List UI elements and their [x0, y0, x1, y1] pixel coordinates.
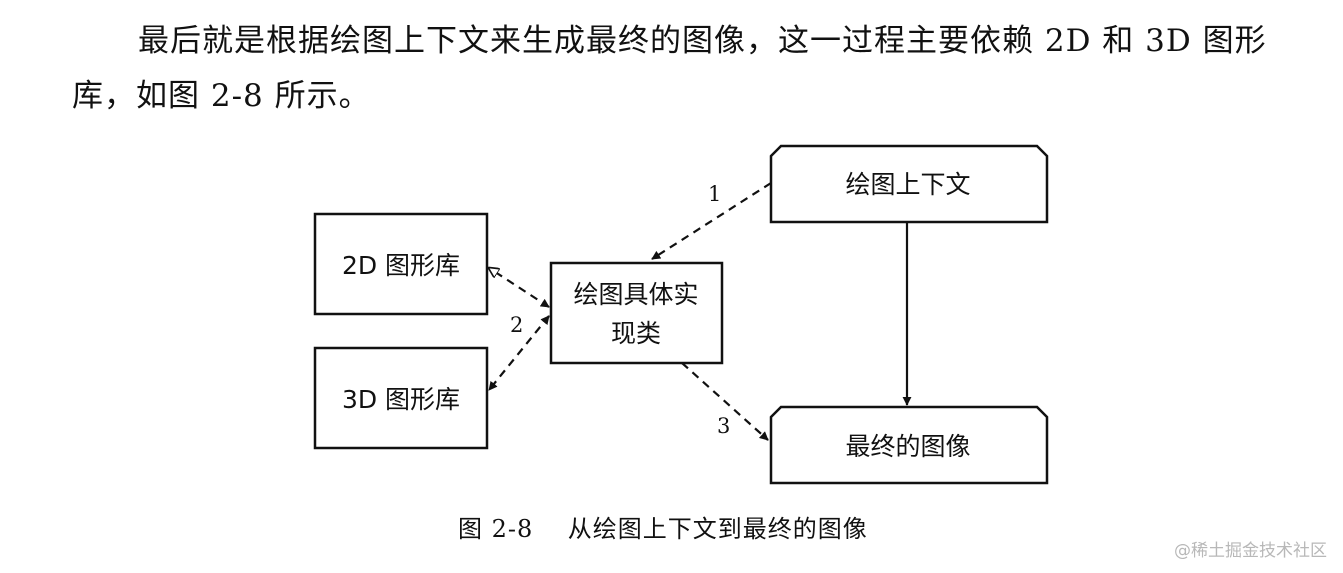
- edge-2-impl-to-2d: [489, 268, 549, 308]
- node-2d-library-label: 2D 图形库: [342, 251, 460, 280]
- node-implementation-class-label-line2: 现类: [611, 319, 661, 348]
- edge-3-label: 3: [717, 414, 730, 438]
- edge-2-impl-to-3d: [488, 315, 550, 391]
- node-2d-library: 2D 图形库: [313, 212, 489, 316]
- edge-1-context-to-impl: [651, 182, 772, 260]
- node-2d-library-shape: [313, 212, 489, 316]
- edge-2-label: 2: [510, 313, 523, 337]
- node-3d-library: 3D 图形库: [313, 346, 489, 450]
- node-context-label: 绘图上下文: [845, 170, 970, 199]
- node-implementation-class-label-line1: 绘图具体实: [573, 280, 698, 309]
- watermark: @稀土掘金技术社区: [1174, 541, 1327, 561]
- node-context: 绘图上下文: [769, 144, 1049, 224]
- edge-1-label: 1: [708, 182, 721, 206]
- node-final-image-label: 最终的图像: [845, 432, 970, 461]
- node-implementation-class: 绘图具体实 现类: [549, 261, 724, 365]
- body-paragraph: 最后就是根据绘图上下文来生成最终的图像，这一过程主要依赖 2D 和 3D 图形库…: [72, 23, 1267, 114]
- edge-3-impl-to-final: [681, 362, 769, 441]
- node-final-image-shape: [769, 405, 1049, 485]
- figure-caption: 图 2-8 从绘图上下文到最终的图像: [458, 515, 868, 543]
- node-implementation-class-shape: [549, 261, 724, 365]
- node-context-shape: [769, 144, 1049, 224]
- node-3d-library-shape: [313, 346, 489, 450]
- node-final-image: 最终的图像: [769, 405, 1049, 485]
- node-3d-library-label: 3D 图形库: [342, 385, 460, 414]
